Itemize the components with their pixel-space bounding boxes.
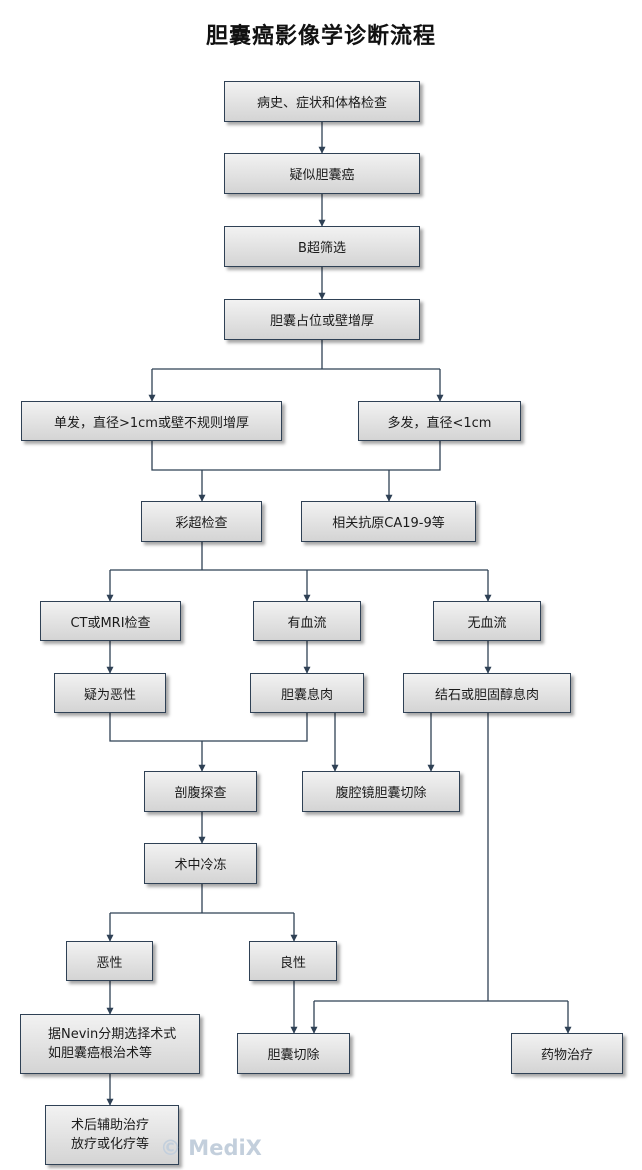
- node-mass-thickening: 胆囊占位或壁增厚: [224, 299, 420, 340]
- node-history: 病史、症状和体格检查: [224, 81, 420, 122]
- nevin-line-2: 如胆囊癌根治术等: [48, 1046, 153, 1061]
- connector-stone-long: [314, 713, 568, 1002]
- node-benign: 良性: [249, 941, 337, 981]
- watermark: © MediX: [160, 1136, 262, 1160]
- connector-frozen-split: [110, 884, 294, 914]
- node-suspect-malignant: 疑为恶性: [54, 673, 166, 713]
- node-frozen-section: 术中冷冻: [144, 843, 257, 884]
- node-stone-cholesterol: 结石或胆固醇息肉: [403, 673, 571, 713]
- node-multiple: 多发，直径<1cm: [358, 401, 521, 441]
- connector-mass-split: [152, 340, 440, 370]
- node-adjuvant-therapy: 术后辅助治疗 放疗或化疗等: [45, 1105, 179, 1165]
- node-ca199: 相关抗原CA19-9等: [301, 501, 476, 542]
- node-lap-cholecystectomy: 腹腔镜胆囊切除: [302, 771, 460, 812]
- node-drug-therapy: 药物治疗: [511, 1033, 623, 1074]
- adjuvant-line-1: 术后辅助治疗: [71, 1118, 150, 1133]
- connector-to-laparotomy: [109, 713, 308, 742]
- node-laparotomy: 剖腹探查: [144, 771, 257, 812]
- node-nevin-surgery: 据Nevin分期选择术式 如胆囊癌根治术等: [20, 1014, 200, 1074]
- adjuvant-line-2: 放疗或化疗等: [71, 1137, 150, 1152]
- node-no-blood-flow: 无血流: [433, 601, 541, 641]
- node-malignant: 恶性: [66, 941, 153, 981]
- node-cholecystectomy: 胆囊切除: [237, 1033, 350, 1074]
- connector-doppler-split: [110, 542, 488, 571]
- node-color-doppler: 彩超检查: [141, 501, 262, 542]
- node-b-ultrasound: B超筛选: [224, 226, 420, 267]
- node-suspected-cancer: 疑似胆囊癌: [224, 153, 420, 194]
- nevin-line-1: 据Nevin分期选择术式: [48, 1027, 177, 1042]
- page-title: 胆囊癌影像学诊断流程: [205, 24, 436, 49]
- node-blood-flow: 有血流: [253, 601, 361, 641]
- node-polyp: 胆囊息肉: [250, 673, 364, 713]
- node-single: 单发，直径>1cm或壁不规则增厚: [21, 401, 282, 441]
- connector-merge: [151, 441, 441, 471]
- node-ct-mri: CT或MRI检查: [40, 601, 181, 641]
